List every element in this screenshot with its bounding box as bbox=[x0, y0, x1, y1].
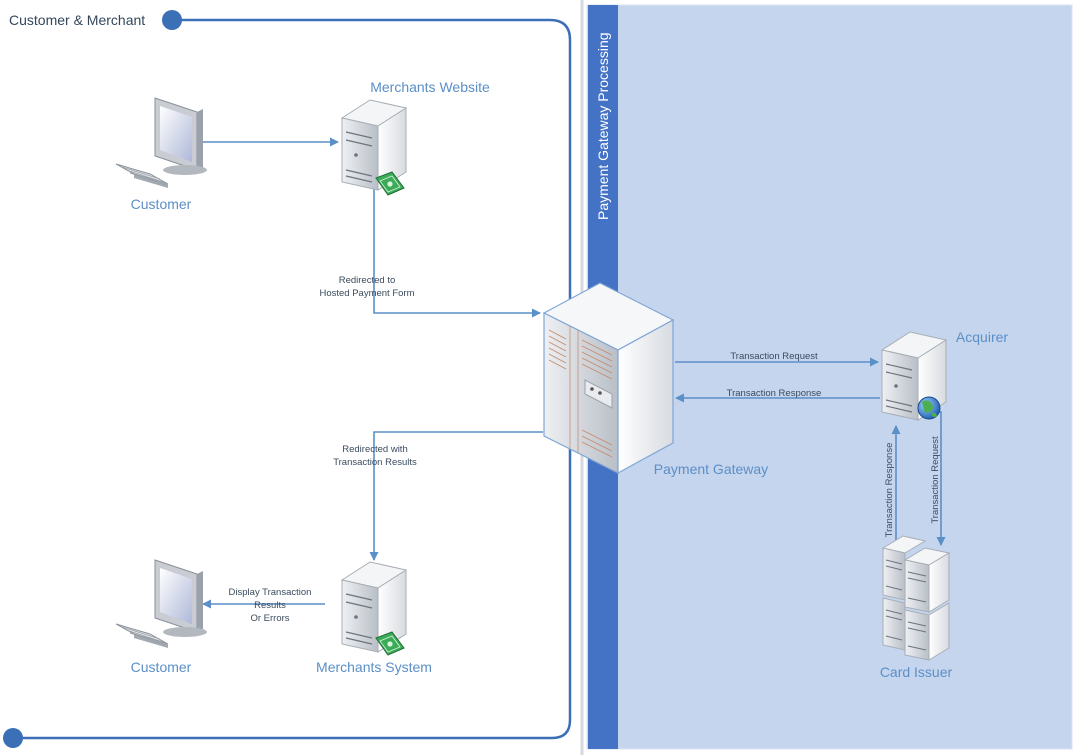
flow-label-redirected-to-2: Hosted Payment Form bbox=[319, 288, 414, 299]
flow-label-transaction-response: Transaction Response bbox=[727, 388, 822, 399]
monitor-icon bbox=[115, 97, 207, 188]
monitor-icon bbox=[115, 559, 207, 648]
flow-label-vertical-request: Transaction Request bbox=[930, 436, 941, 524]
flow-label-display-2: Results bbox=[254, 600, 286, 611]
flow-website-to-gateway bbox=[373, 188, 541, 318]
globe-icon bbox=[917, 396, 941, 420]
gateway-lane-title: Payment Gateway Processing bbox=[595, 32, 611, 220]
flow-label-redirected-with-2: Transaction Results bbox=[333, 457, 417, 468]
flow-label-vertical-response: Transaction Response bbox=[884, 443, 895, 538]
flow-gateway-to-system bbox=[369, 431, 543, 561]
lane-start-dot bbox=[162, 10, 182, 30]
acquirer-label: Acquirer bbox=[956, 329, 1008, 345]
payment-gateway-label: Payment Gateway bbox=[654, 461, 768, 477]
lane-end-dot bbox=[3, 728, 23, 748]
flow-label-transaction-request: Transaction Request bbox=[730, 351, 818, 362]
flow-label-display-3: Or Errors bbox=[250, 613, 289, 624]
server-icon bbox=[340, 99, 408, 191]
card-issuer-label: Card Issuer bbox=[880, 664, 953, 680]
flow-label-redirected-to-1: Redirected to bbox=[339, 275, 396, 286]
merchants-system-label: Merchants System bbox=[316, 659, 432, 675]
customer-lane-frame bbox=[13, 18, 572, 740]
customer-lane-title: Customer & Merchant bbox=[9, 12, 145, 28]
server-icon bbox=[340, 561, 408, 653]
rack-server-icon bbox=[542, 282, 675, 475]
flow-label-display-1: Display Transaction bbox=[229, 587, 312, 598]
money-icon bbox=[375, 171, 405, 196]
merchants-website-label: Merchants Website bbox=[370, 79, 490, 95]
money-icon bbox=[375, 631, 405, 656]
server-cluster-icon bbox=[881, 535, 951, 661]
customer-bottom-label: Customer bbox=[131, 659, 192, 675]
customer-top-label: Customer bbox=[131, 196, 192, 212]
flow-label-redirected-with-1: Redirected with bbox=[342, 444, 407, 455]
